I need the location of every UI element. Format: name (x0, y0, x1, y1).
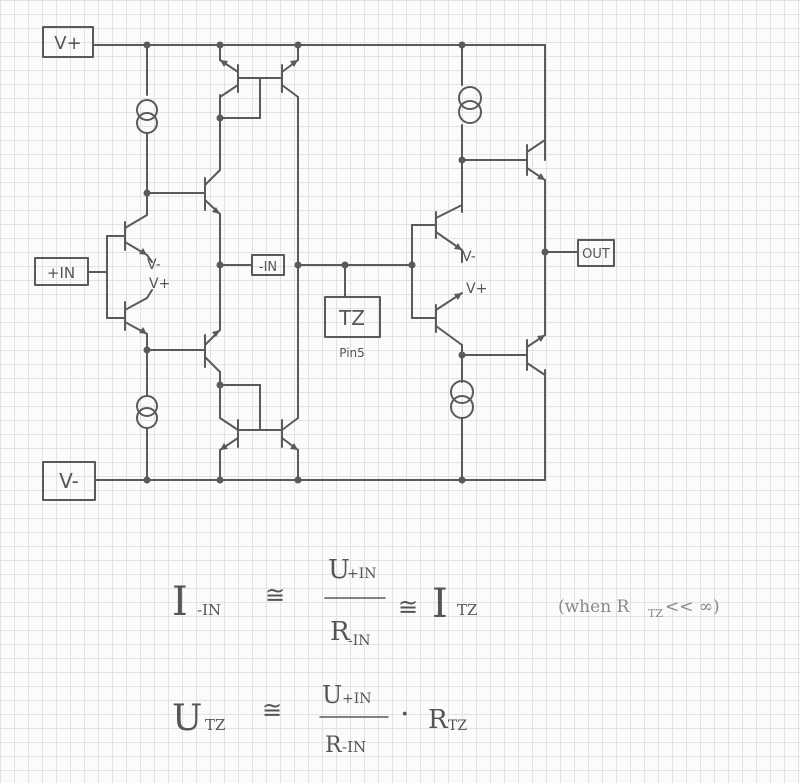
out-terminal: OUT (577, 239, 615, 267)
eq1-note-sub: TZ (648, 607, 663, 620)
minus-in-terminal: -IN (251, 254, 285, 276)
plus-in-terminal: +IN (34, 257, 89, 286)
eq1-rhs: I (432, 581, 448, 627)
eq1-numer-sub: +IN (347, 566, 377, 582)
pin5-label: Pin5 (339, 346, 365, 360)
vplus-small-left: V+ (149, 276, 170, 292)
vminus-label: V- (59, 469, 79, 493)
eq1-approx2: ≅ (398, 593, 418, 621)
output-transistor-pnp (526, 334, 546, 376)
eq1-numer: U (328, 555, 350, 585)
eq1-note: (when R (558, 597, 631, 617)
eq2-approx: ≅ (262, 696, 282, 724)
equation-1: I -IN ≅ U +IN R -IN ≅ I TZ (when R TZ <<… (172, 555, 720, 649)
eq1-rhs-sub: TZ (457, 601, 477, 619)
eq1-denom: R (330, 617, 351, 647)
eq2-rhs: R (428, 705, 449, 735)
plus-in-label: +IN (47, 264, 75, 282)
current-source-top-right (458, 86, 482, 124)
minus-in-label: -IN (259, 260, 277, 275)
input-transistor-pnp (124, 289, 153, 351)
upper-buffer-transistor (204, 169, 221, 215)
tz-terminal: TZ (324, 296, 381, 338)
input-transistor-npn (124, 192, 153, 263)
vplus-small-right: V+ (466, 281, 487, 297)
current-source-top-left (136, 99, 158, 134)
eq2-dot: · (400, 697, 410, 732)
output-driver-npn (411, 204, 463, 251)
vplus-terminal: V+ (42, 26, 94, 58)
tz-label: TZ (338, 306, 365, 330)
eq1-approx1: ≅ (265, 581, 285, 609)
vminus-small-right: V- (462, 249, 476, 265)
bottom-current-mirror (219, 384, 299, 481)
eq1-note-tail: << ∞) (665, 597, 720, 617)
equation-2: U TZ ≅ U +IN R -IN · R TZ (172, 681, 467, 758)
eq2-denom-sub: -IN (342, 738, 366, 756)
eq2-lhs: U (172, 698, 202, 739)
eq2-numer: U (322, 681, 342, 709)
vminus-small-left: V- (147, 257, 161, 273)
eq2-numer-sub: +IN (342, 691, 372, 707)
eq1-lhs: I (172, 579, 188, 625)
top-current-mirror (219, 44, 299, 119)
eq2-lhs-sub: TZ (205, 716, 225, 734)
eq1-denom-sub: -IN (348, 633, 371, 649)
current-source-bottom-right (450, 380, 474, 419)
current-source-bottom-left (136, 395, 158, 429)
output-transistor-npn (526, 139, 546, 181)
out-label: OUT (582, 247, 610, 262)
eq1-lhs-sub: -IN (197, 601, 221, 619)
vplus-label: V+ (54, 33, 81, 54)
vminus-terminal: V- (42, 461, 96, 501)
output-driver-pnp (411, 292, 463, 346)
junction-dots (143, 41, 549, 484)
eq2-denom: R (325, 733, 343, 758)
eq2-rhs-sub: TZ (448, 718, 467, 734)
lower-buffer-transistor (204, 329, 221, 373)
